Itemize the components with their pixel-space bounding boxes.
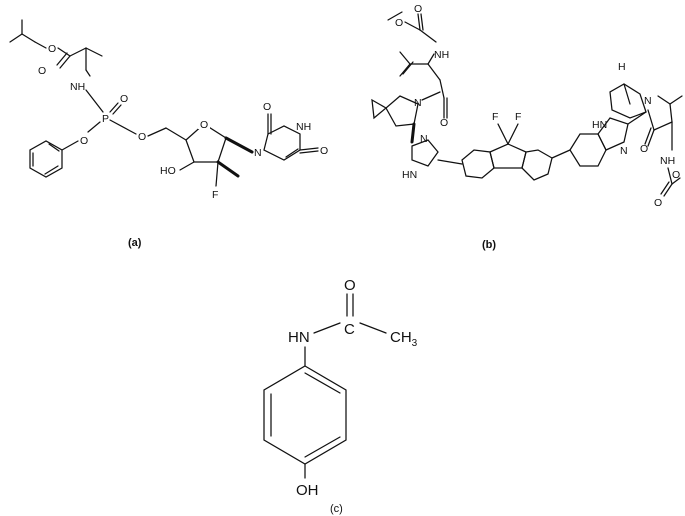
structure-b: O O NH O N N HN F F	[371, 3, 683, 251]
atom-o-p-ch2: O	[138, 131, 146, 143]
atom-o-amide-bottom: O	[640, 143, 648, 155]
atom-o-carbamate-bottom-eth: O	[672, 169, 680, 181]
atom-hn-c: HN	[288, 329, 310, 346]
atom-ch3: CH3	[390, 329, 418, 349]
atom-o-carbamate-bottom: O	[654, 197, 662, 209]
atom-nh-bottom: NH	[660, 155, 675, 167]
atom-o-p-double: O	[120, 93, 128, 105]
atom-nh-top: NH	[434, 49, 449, 61]
atom-ch-text: CH	[390, 329, 412, 346]
atom-n-pyrrolidine: N	[414, 97, 422, 109]
atom-o2: O	[263, 101, 271, 113]
atom-o-ring: O	[200, 119, 208, 131]
atom-n-bicyclic: N	[644, 95, 652, 107]
atom-nh-a: NH	[70, 81, 85, 93]
atom-hn-benz: HN	[592, 119, 607, 131]
atom-o-amide-top: O	[440, 117, 448, 129]
atom-n-benz: N	[620, 145, 628, 157]
structure-c: O C HN CH3 OH (c)	[263, 277, 418, 515]
atom-o-ester-alkyl: O	[48, 43, 56, 55]
atom-ho: HO	[160, 165, 176, 177]
caption-b: (b)	[482, 239, 496, 251]
atom-o-carbamate-top-eth: O	[395, 17, 403, 29]
caption-a: (a)	[128, 237, 142, 249]
atom-f-a: F	[212, 189, 218, 201]
caption-c: (c)	[330, 503, 343, 515]
atom-o4: O	[320, 145, 328, 157]
atom-f1: F	[492, 111, 498, 123]
structure-a: O O NH P O O O O HO F	[9, 19, 328, 249]
atom-c-carbonyl: C	[344, 321, 355, 338]
atom-p: P	[102, 113, 109, 125]
atom-o-c: O	[344, 277, 356, 294]
atom-n3: NH	[296, 121, 311, 133]
atom-h-bicyclic: H	[618, 61, 626, 73]
atom-hn-imid: HN	[402, 169, 417, 181]
atom-f2: F	[515, 111, 521, 123]
atom-n-imid: N	[420, 133, 428, 145]
atom-n1: N	[254, 147, 262, 159]
atom-o-ester-carbonyl: O	[38, 65, 46, 77]
atom-o-phenoxy: O	[80, 135, 88, 147]
atom-o-carbamate-top: O	[414, 3, 422, 15]
atom-oh: OH	[296, 482, 319, 499]
atom-subscript-3: 3	[412, 338, 418, 349]
